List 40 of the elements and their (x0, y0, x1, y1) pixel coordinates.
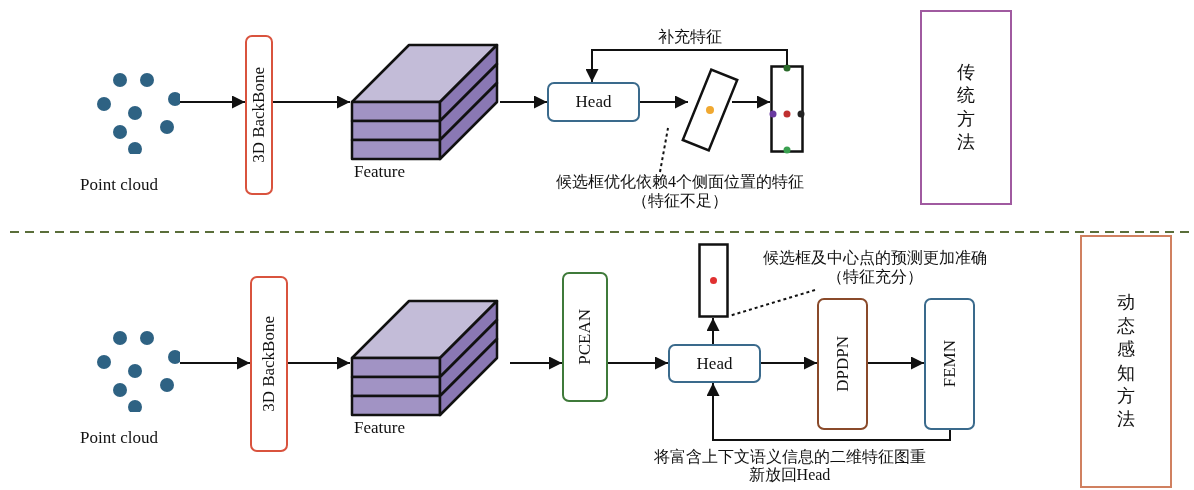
module-box (250, 276, 288, 452)
box-label: PCEAN (575, 309, 595, 365)
arrow (585, 49, 788, 83)
note-text: 候选框及中心点的预测更加准确（特征充分） (761, 248, 988, 287)
leader-line (659, 127, 669, 173)
arrow (287, 356, 351, 370)
arrow (179, 95, 246, 109)
box-label: 动态感知方法 (1116, 291, 1136, 432)
arrow (867, 356, 925, 370)
arrow (760, 356, 818, 370)
box-label: 传统方法 (956, 60, 976, 154)
note-text: 候选框优化依赖4个侧面位置的特征（特征不足） (555, 172, 805, 211)
box-label: Head (575, 92, 612, 112)
arrow (509, 356, 563, 370)
node-label: Feature (354, 162, 405, 182)
arrow (639, 95, 689, 109)
box-label: 3D BackBone (249, 67, 269, 163)
arrow (706, 382, 951, 441)
method-panel (1080, 235, 1172, 488)
edge-label: 将富含上下文语义信息的二维特征图重新放回Head (652, 448, 927, 485)
process-box (547, 82, 640, 122)
arrow (179, 356, 251, 370)
node-label: Feature (354, 418, 405, 438)
module-box (562, 272, 608, 402)
module-box (924, 298, 975, 430)
node-label: Point cloud (80, 428, 158, 448)
box-label: DPDPN (832, 336, 853, 392)
process-box (668, 344, 761, 383)
arrow (731, 95, 771, 109)
arrow (499, 95, 548, 109)
arrow (272, 95, 351, 109)
method-panel (920, 10, 1012, 205)
module-box (817, 298, 868, 430)
arrow (607, 356, 669, 370)
module-box (245, 35, 273, 195)
box-label: FEMN (939, 340, 960, 388)
box-label: Head (696, 353, 733, 374)
node-label: Point cloud (80, 175, 158, 195)
box-label: 3D BackBone (259, 316, 279, 412)
arrow (706, 317, 720, 345)
